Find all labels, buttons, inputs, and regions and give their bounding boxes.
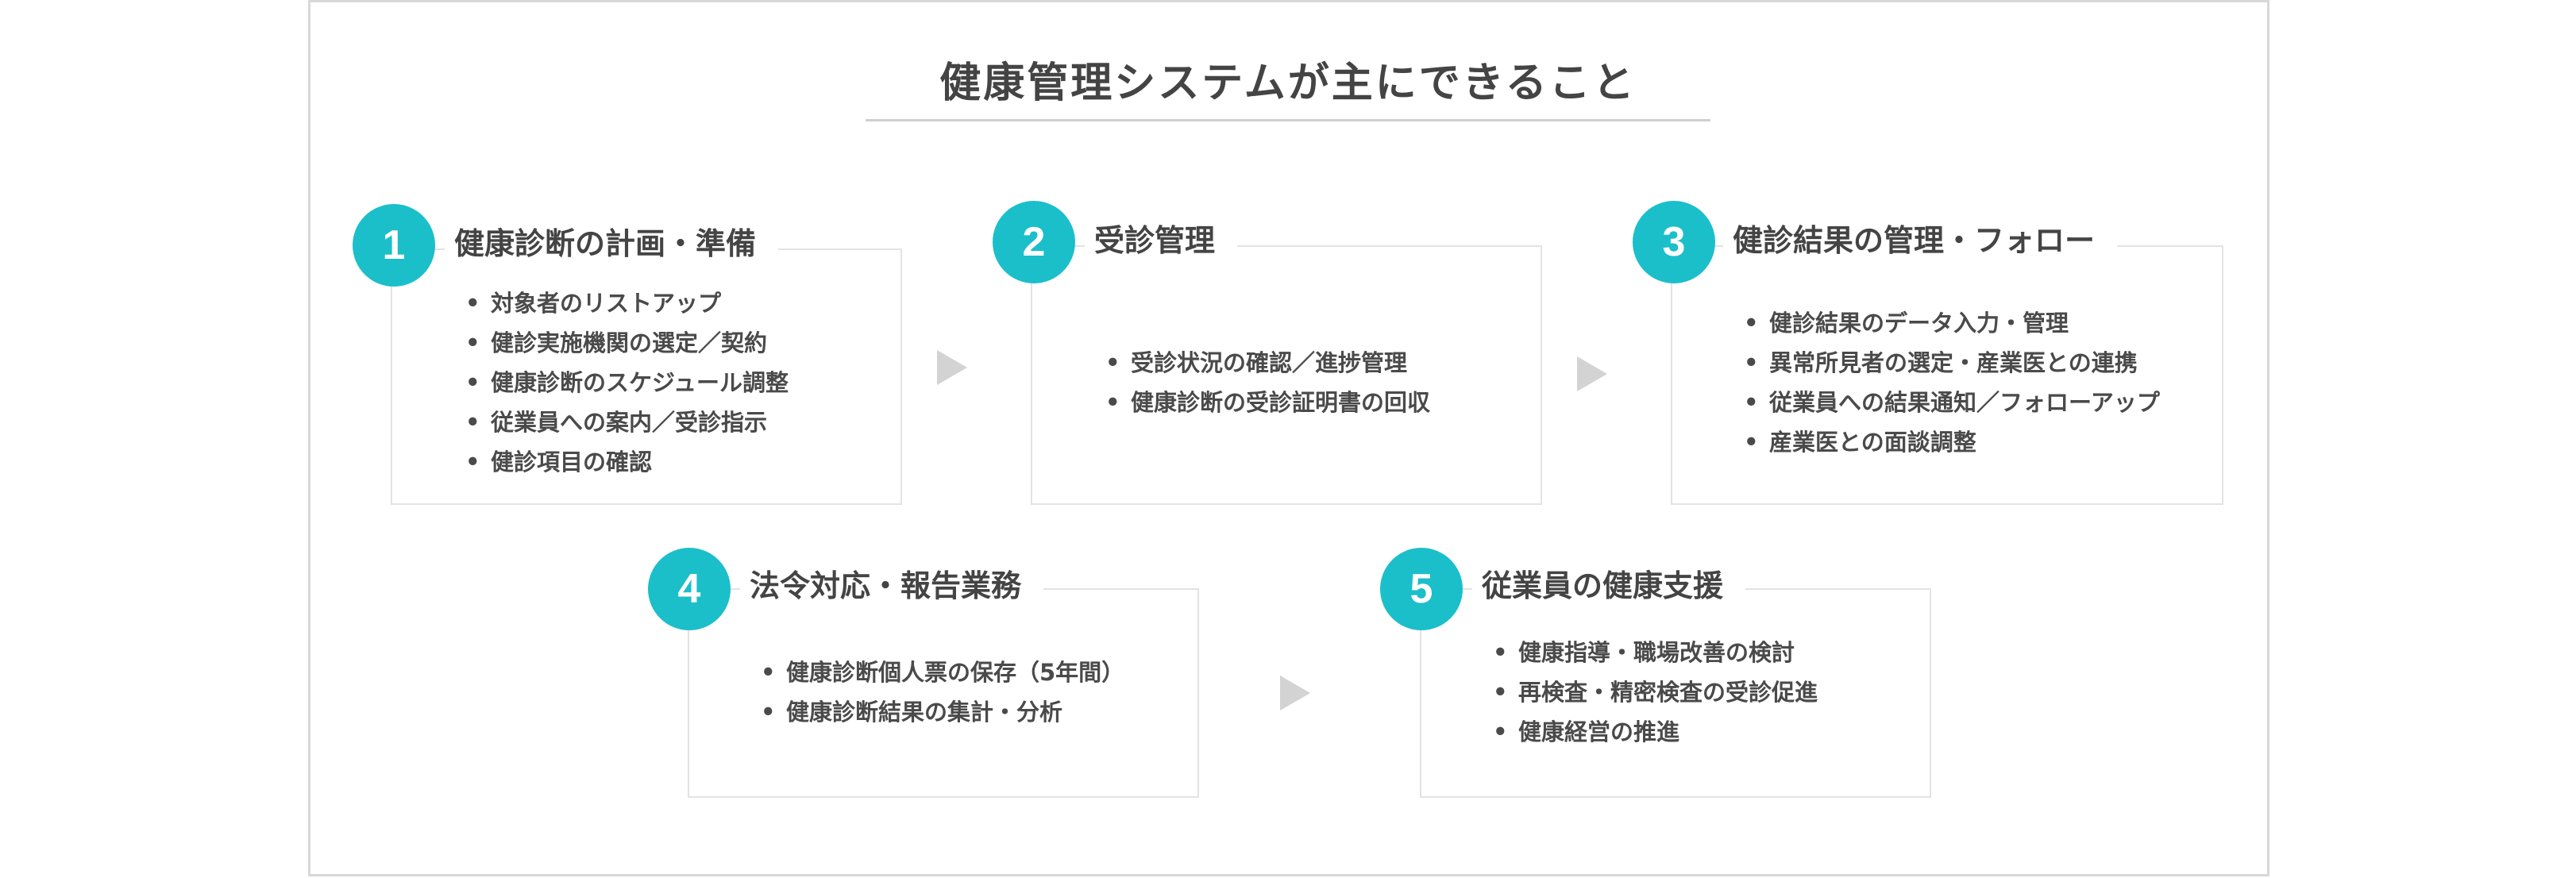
arrow-right-icon [937,350,967,385]
arrow-right-icon [1577,356,1607,391]
list-item: •健診項目の確認 [465,442,789,482]
step-2-list: •受診状況の確認／進捗管理 •健康診断の受診証明書の回収 [1105,343,1430,422]
page-title: 健康管理システムが主にできること [939,60,1637,107]
bullet-icon: • [465,409,480,436]
bullet-icon: • [1105,389,1120,416]
list-item: •健康診断個人票の保存（5年間） [761,653,1124,692]
step-1-title: 健康診断の計画・準備 [445,220,779,268]
step-4-title: 法令対応・報告業務 [740,562,1044,610]
arrow-right-icon [1280,676,1310,710]
step-2-badge: 2 [993,201,1075,283]
list-item: •再検査・精密検査の受診促進 [1493,672,1818,712]
step-3-badge: 3 [1633,201,1715,283]
bullet-icon: • [1744,429,1759,456]
bullet-icon: • [465,290,480,317]
step-3-box [1671,245,2223,505]
step-3-title: 健診結果の管理・フォロー [1723,217,2118,264]
step-5-badge: 5 [1380,548,1463,630]
bullet-icon: • [1493,718,1508,745]
list-item: •従業員への結果通知／フォローアップ [1744,383,2160,422]
list-item: •受診状況の確認／進捗管理 [1105,343,1430,383]
step-4-badge: 4 [648,548,731,630]
list-item: •健康診断の受診証明書の回収 [1105,383,1430,422]
step-2-title: 受診管理 [1085,217,1238,264]
list-item: •従業員への案内／受診指示 [465,402,789,442]
list-item: •異常所見者の選定・産業医との連携 [1744,343,2160,383]
bullet-icon: • [465,329,480,356]
list-item: •健診実施機関の選定／契約 [465,323,789,363]
bullet-icon: • [1493,639,1508,666]
step-1-badge: 1 [353,204,435,287]
list-item: •健康経営の推進 [1493,712,1818,752]
list-item: •対象者のリストアップ [465,283,789,323]
list-item: •健康診断のスケジュール調整 [465,363,789,402]
bullet-icon: • [1744,349,1759,376]
step-2-box [1031,245,1542,505]
list-item: •産業医との面談調整 [1744,422,2160,462]
bullet-icon: • [761,699,776,726]
step-3-list: •健診結果のデータ入力・管理 •異常所見者の選定・産業医との連携 •従業員への結… [1744,303,2160,462]
list-item: •健診結果のデータ入力・管理 [1744,303,2160,343]
step-4-list: •健康診断個人票の保存（5年間） •健康診断結果の集計・分析 [761,653,1124,732]
step-5-title: 従業員の健康支援 [1472,562,1746,610]
bullet-icon: • [1744,389,1759,416]
bullet-icon: • [1493,679,1508,706]
step-5-list: •健康指導・職場改善の検討 •再検査・精密検査の受診促進 •健康経営の推進 [1493,633,1818,752]
bullet-icon: • [1105,349,1120,376]
diagram-frame [308,0,2269,876]
title-underline [866,119,1710,121]
bullet-icon: • [761,659,776,686]
list-item: •健康診断結果の集計・分析 [761,692,1124,732]
step-1-box [391,248,902,505]
bullet-icon: • [1744,310,1759,337]
list-item: •健康指導・職場改善の検討 [1493,633,1818,672]
bullet-icon: • [465,449,480,476]
step-1-list: •対象者のリストアップ •健診実施機関の選定／契約 •健康診断のスケジュール調整… [465,283,789,482]
bullet-icon: • [465,369,480,396]
